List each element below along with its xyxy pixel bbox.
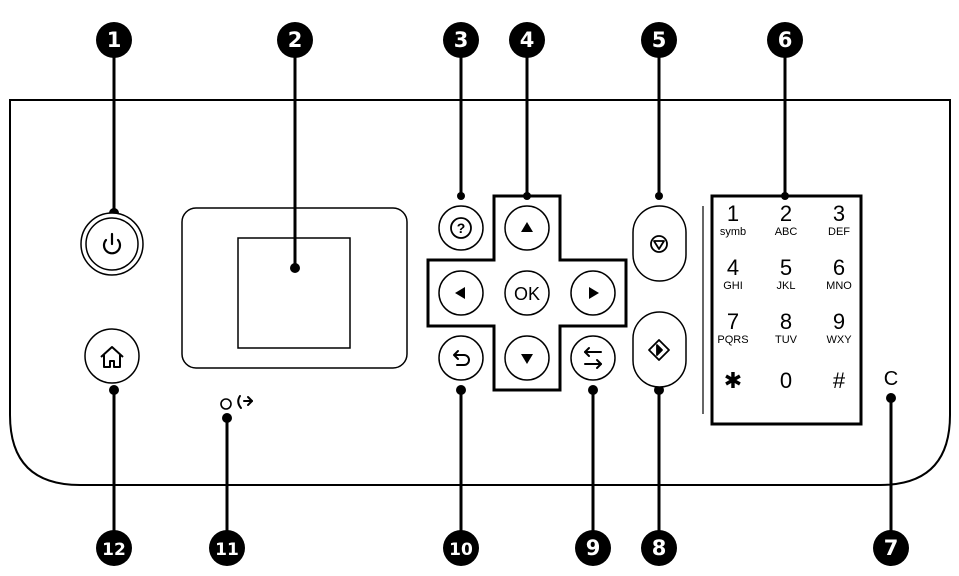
back-button[interactable] bbox=[438, 335, 484, 381]
stop-icon bbox=[650, 235, 668, 253]
keypad-key-digit: 1 bbox=[727, 201, 739, 226]
keypad-key-11[interactable]: 0 bbox=[780, 368, 792, 393]
stop-button[interactable] bbox=[632, 205, 687, 282]
right-button[interactable] bbox=[570, 270, 616, 316]
keypad-key-digit: ✱ bbox=[724, 368, 742, 393]
ok-button[interactable]: OK bbox=[504, 270, 550, 316]
power-button[interactable] bbox=[80, 212, 144, 276]
down-arrow-icon bbox=[521, 354, 533, 364]
down-button[interactable] bbox=[504, 335, 550, 381]
start-icon bbox=[648, 339, 670, 361]
callout-7: 7 bbox=[873, 530, 909, 566]
up-button[interactable] bbox=[504, 205, 550, 251]
home-icon bbox=[100, 346, 124, 368]
callout-label: 10 bbox=[449, 540, 473, 560]
keypad-key-digit: 8 bbox=[780, 309, 792, 334]
help-icon: ? bbox=[457, 220, 466, 236]
keypad-key-digit: 3 bbox=[833, 201, 845, 226]
keypad-key-letters: DEF bbox=[828, 226, 850, 238]
callout-1: 1 bbox=[96, 22, 132, 58]
keypad-key-letters: MNO bbox=[826, 280, 852, 292]
callout-6: 6 bbox=[767, 22, 803, 58]
keypad-key-letters: WXY bbox=[826, 334, 852, 346]
home-button[interactable] bbox=[84, 328, 140, 384]
keypad-key-letters: PQRS bbox=[717, 334, 748, 346]
callout-label: 3 bbox=[454, 28, 469, 52]
keypad-key-letters: TUV bbox=[775, 334, 798, 346]
keypad-key-digit: 0 bbox=[780, 368, 792, 393]
numeric-keypad: 1symb2ABC3DEF4GHI5JKL6MNO7PQRS8TUV9WXY✱0… bbox=[717, 201, 852, 393]
status-indicators bbox=[220, 395, 253, 410]
callout-10: 10 bbox=[443, 530, 479, 566]
callout-3: 3 bbox=[443, 22, 479, 58]
callout-label: 8 bbox=[652, 536, 667, 560]
keypad-key-digit: 5 bbox=[780, 255, 792, 280]
help-icon-ring bbox=[450, 217, 472, 239]
callout-9: 9 bbox=[575, 530, 611, 566]
callout-2: 2 bbox=[277, 22, 313, 58]
keypad-key-digit: 9 bbox=[833, 309, 845, 334]
leader-lines bbox=[112, 40, 893, 548]
callout-label: 6 bbox=[778, 28, 793, 52]
keypad-key-letters: GHI bbox=[723, 280, 743, 292]
callout-label: 11 bbox=[215, 540, 239, 560]
up-arrow-icon bbox=[521, 222, 533, 232]
left-arrow-icon bbox=[455, 287, 465, 299]
callout-label: 12 bbox=[102, 540, 126, 560]
status-light-icon bbox=[220, 398, 232, 410]
switch-arrows-icon bbox=[584, 347, 602, 369]
keypad-outline bbox=[710, 194, 863, 426]
callout-label: 4 bbox=[520, 28, 535, 52]
panel-outline bbox=[9, 99, 951, 486]
keypad-key-digit: 2 bbox=[780, 201, 792, 226]
callout-11: 11 bbox=[209, 530, 245, 566]
fax-phone-icon bbox=[237, 395, 253, 409]
callout-4: 4 bbox=[509, 22, 545, 58]
keypad-key-letters: symb bbox=[720, 226, 746, 238]
back-arrow-icon bbox=[453, 350, 470, 366]
clear-button[interactable]: C bbox=[884, 368, 898, 390]
keypad-key-digit: 6 bbox=[833, 255, 845, 280]
keypad-key-letters: ABC bbox=[775, 226, 798, 238]
power-icon bbox=[102, 232, 122, 255]
callout-label: 2 bbox=[288, 28, 303, 52]
start-button[interactable] bbox=[632, 311, 687, 388]
keypad-key-10[interactable]: ✱ bbox=[724, 368, 742, 393]
callout-label: 9 bbox=[586, 536, 601, 560]
keypad-key-digit: 7 bbox=[727, 309, 739, 334]
right-arrow-icon bbox=[589, 287, 599, 299]
switch-button[interactable] bbox=[570, 335, 616, 381]
callout-label: 5 bbox=[652, 28, 667, 52]
callout-8: 8 bbox=[641, 530, 677, 566]
arrow-pad-outline bbox=[426, 194, 628, 392]
keypad-key-letters: JKL bbox=[777, 280, 796, 292]
callout-label: 1 bbox=[107, 28, 122, 52]
ok-label: OK bbox=[514, 284, 540, 304]
callout-12: 12 bbox=[96, 530, 132, 566]
left-button[interactable] bbox=[438, 270, 484, 316]
keypad-key-digit: # bbox=[833, 368, 846, 393]
callout-label: 7 bbox=[884, 536, 899, 560]
keypad-key-12[interactable]: # bbox=[833, 368, 846, 393]
keypad-key-digit: 4 bbox=[727, 255, 739, 280]
leader-dots bbox=[109, 192, 896, 423]
help-button[interactable]: ? bbox=[438, 205, 484, 251]
callout-5: 5 bbox=[641, 22, 677, 58]
